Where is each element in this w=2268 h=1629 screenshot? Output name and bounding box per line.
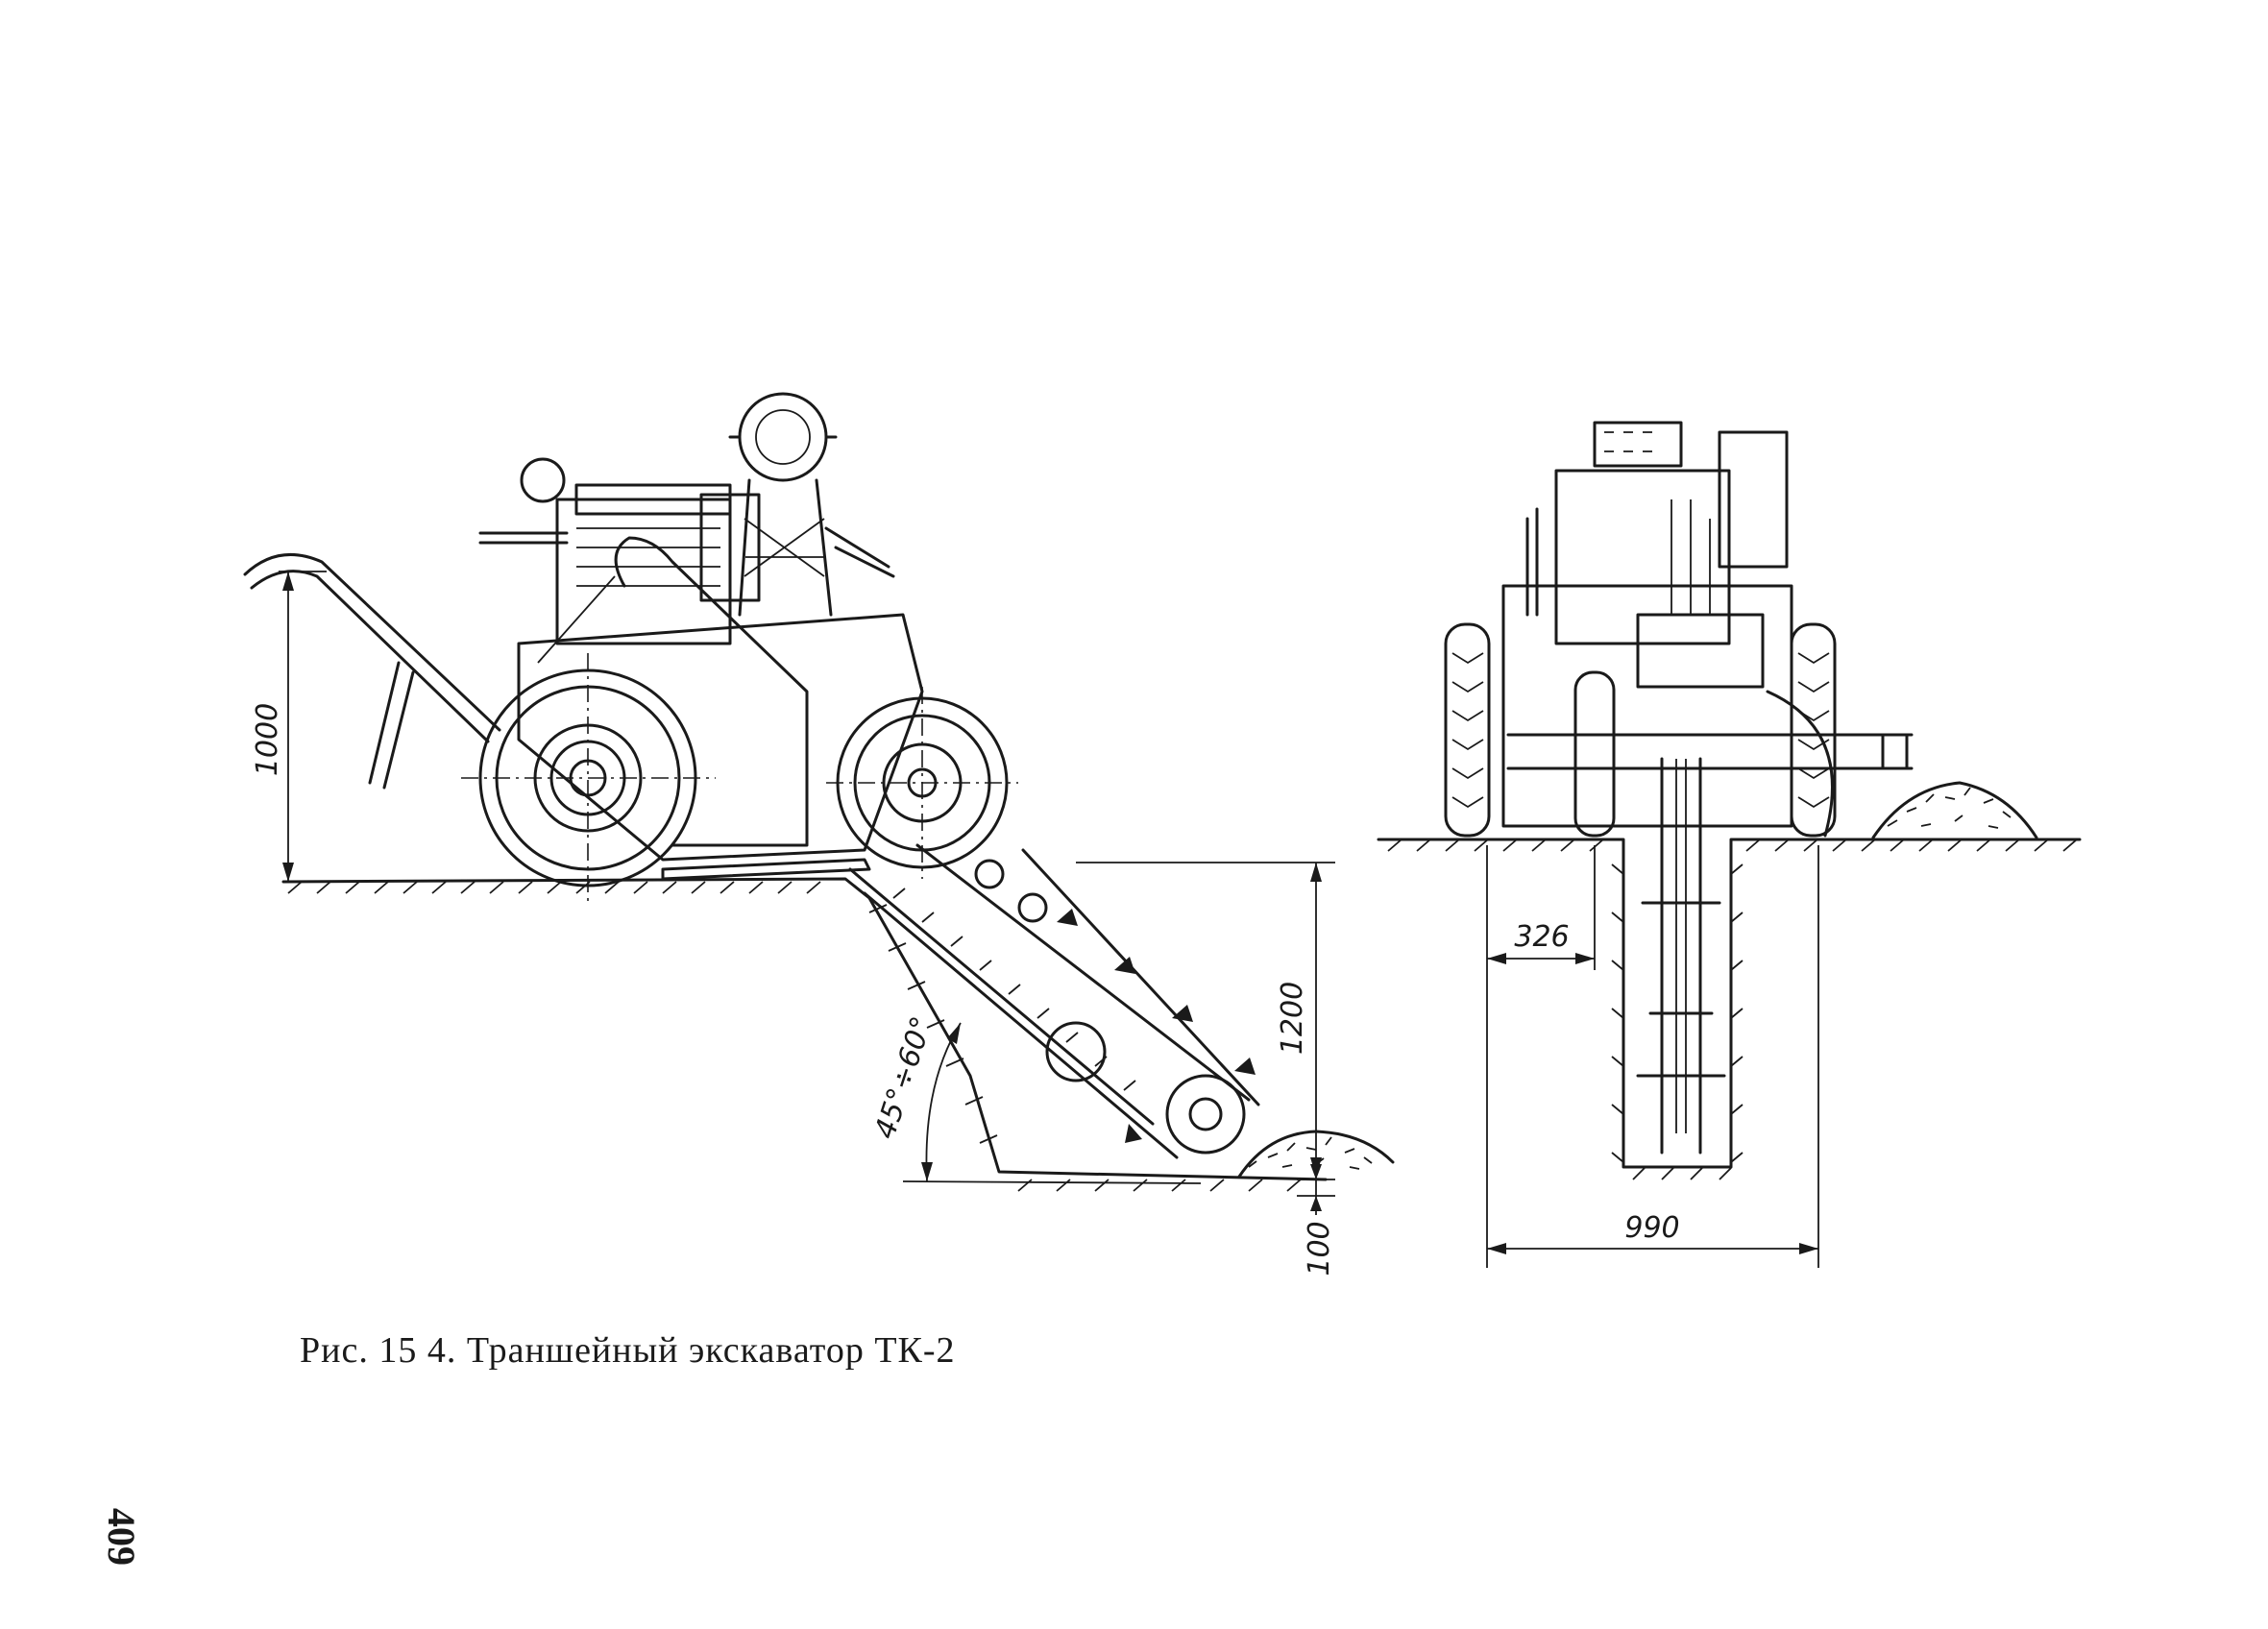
ground-line-side xyxy=(281,877,1328,1192)
digging-boom xyxy=(848,843,1260,1159)
chassis-frame xyxy=(517,613,924,881)
machine-body-front xyxy=(1501,421,1914,828)
gear-tower xyxy=(728,392,895,617)
dim-100-label: 100 xyxy=(1303,1221,1336,1276)
dim-1000-label: 1000 xyxy=(251,703,284,776)
front-view-chain xyxy=(1636,757,1726,1155)
dimension-1000: 1000 xyxy=(251,571,327,882)
dimension-100: 100 xyxy=(1297,1164,1336,1276)
ground-trench xyxy=(1377,838,2082,1180)
front-view: 326 990 xyxy=(1377,421,2082,1268)
rear-wheel xyxy=(461,653,716,903)
dim-1200-label: 1200 xyxy=(1276,982,1309,1055)
page-number: 409 xyxy=(100,1508,143,1566)
front-view-wheels xyxy=(1444,622,1837,838)
engine-block xyxy=(478,457,761,645)
figure-caption: Рис. 15 4. Траншейный экскаватор ТК-2 xyxy=(300,1330,956,1371)
spoil-pile-front xyxy=(1871,781,2038,839)
front-wheel xyxy=(826,687,1018,879)
dimension-990: 990 xyxy=(1487,845,1819,1268)
side-view: 1000 1200 100 45°÷60° xyxy=(243,392,1395,1276)
dimension-1200: 1200 xyxy=(1076,862,1335,1215)
dimension-326: 326 xyxy=(1486,845,1596,1268)
dim-326-label: 326 xyxy=(1514,920,1569,954)
dim-990-label: 990 xyxy=(1624,1211,1679,1245)
belt-cover xyxy=(537,536,809,847)
